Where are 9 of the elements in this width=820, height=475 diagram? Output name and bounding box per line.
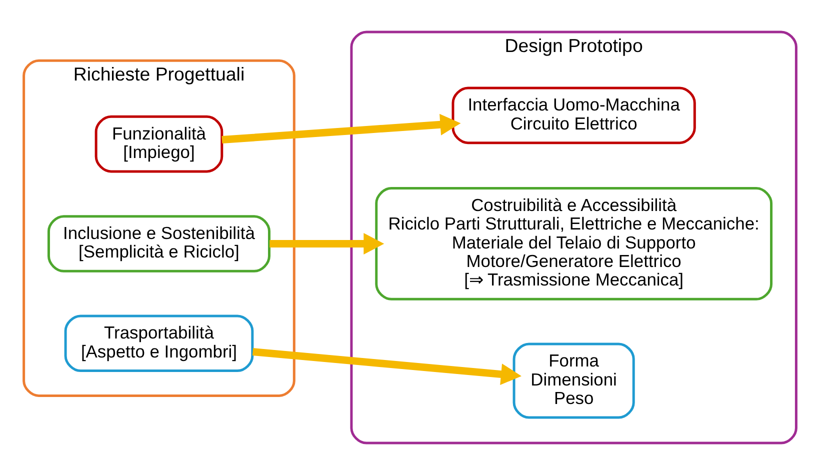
node-box: Trasportabilità [Aspetto e Ingombri] — [64, 314, 254, 372]
arrow — [270, 232, 384, 254]
node-box: Costruibilità e Accessibilità Riciclo Parti Strutturali, Elettriche e Meccaniche: Materiale del Telaio di Supporto Motore/Generatore Elettrico [⇒ Trasmissione Meccanica] — [375, 187, 773, 300]
arrow — [222, 114, 461, 144]
arrow — [252, 348, 522, 385]
node-box: Inclusione e Sostenibilità [Semplicità e Riciclo] — [47, 215, 270, 272]
node-box: Interfaccia Uomo-Macchina Circuito Elettrico — [452, 86, 696, 144]
node-box: Funzionalità [Impiego] — [94, 115, 224, 173]
node-box: Forma Dimensioni Peso — [512, 342, 635, 419]
